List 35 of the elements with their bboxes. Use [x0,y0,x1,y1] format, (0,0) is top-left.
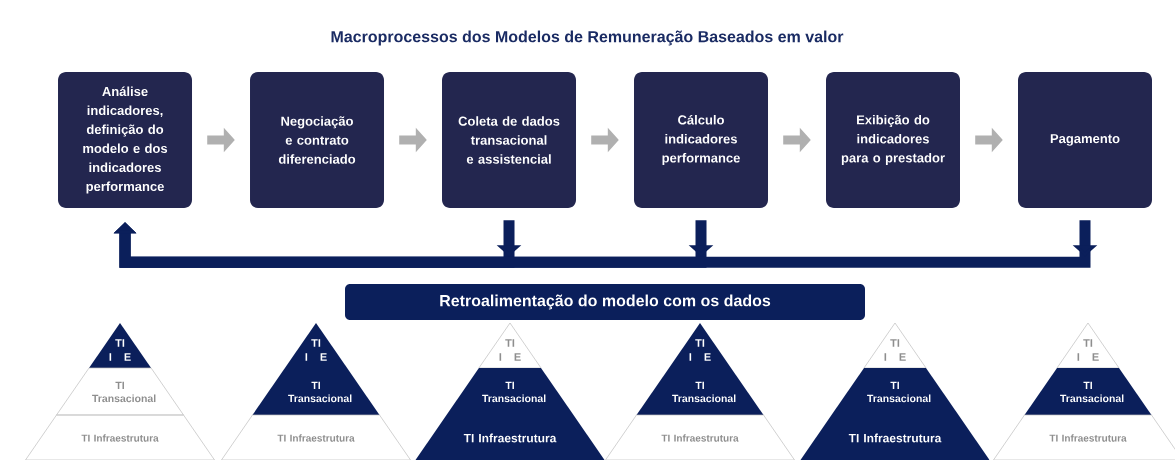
node-label: E [704,353,711,361]
node-label: TI Transacional [867,381,931,403]
pyramid-tier: TI I E [863,322,927,369]
pyramid-tier: TI Infraestrutura [415,415,605,460]
pyramid-tier: TI Infraestrutura [221,414,411,460]
node-label: TI [311,339,321,347]
pyramid-tier: TI Transacional [446,368,574,415]
pyramid-tier: TI Infraestrutura [800,415,990,460]
feedback-arrow [113,220,1098,268]
process-box: Negociação e contrato diferenciado [250,72,384,208]
pyramid-tier: TI Infraestrutura [993,414,1175,460]
pyramid-tier: TI I E [89,323,152,368]
pyramid-tier: TI Infraestrutura [25,414,215,460]
process-box: Análise indicadores, definição do modelo e dos indicadores performance [58,72,192,208]
title: Macroprocessos dos Modelos de Remuneração Baseados em valor [331,30,844,46]
node-label: I [305,353,308,361]
node-label: TI Infraestrutura [848,433,942,443]
node-label: TI Transacional [482,381,546,403]
pyramid-tier: TI Transacional [1024,368,1152,415]
pyramid-tier: TI I E [478,322,542,369]
pyramid-tier: TI Transacional [56,367,184,416]
pyramid-tier: TI Infraestrutura [605,414,795,460]
node-label: I [689,353,692,361]
node-label: E [320,353,327,361]
feedback-band: Retroalimentação do modelo com os dados [345,284,865,320]
pyramid-tier: TI Transacional [831,368,959,415]
node-label: TI [695,339,705,347]
pyramid-tier: TI I E [284,323,348,368]
node-label: TI Infraestrutura [463,433,557,443]
pyramid-tier: TI I E [1056,322,1120,369]
process-box: Pagamento [1018,72,1152,208]
process-box: Cálculo indicadores performance [634,72,768,208]
process-box: Coleta de dados transacional e assistencial [442,72,576,208]
process-box: Exibição do indicadores para o prestador [826,72,960,208]
pyramid-tier: TI I E [669,323,731,368]
